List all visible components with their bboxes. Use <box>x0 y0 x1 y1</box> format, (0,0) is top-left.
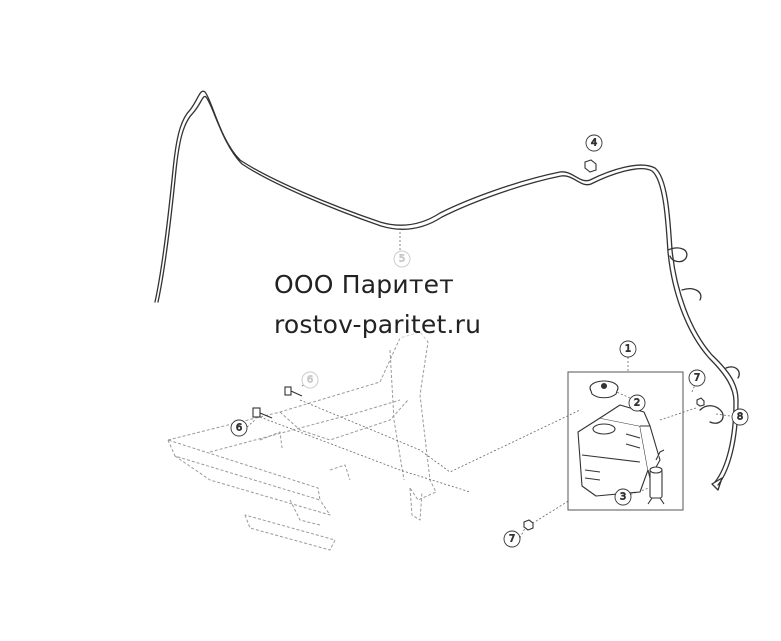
svg-text:3: 3 <box>620 492 626 503</box>
svg-text:7: 7 <box>694 373 700 384</box>
callout-3: 3 <box>614 488 632 506</box>
reservoir-cap <box>589 380 619 399</box>
svg-text:4: 4 <box>591 138 597 149</box>
callout-7-upper: 7 <box>688 369 706 387</box>
callouts: 1 2 3 4 5 6 6 7 <box>230 134 749 548</box>
callout-5: 5 <box>393 250 411 268</box>
svg-text:8: 8 <box>737 412 743 423</box>
callout-6-lower: 6 <box>230 419 248 437</box>
washer-pump <box>647 449 665 505</box>
washer-hose <box>154 90 740 491</box>
svg-text:5: 5 <box>399 254 405 265</box>
callout-8: 8 <box>731 408 749 426</box>
nut-4 <box>584 159 597 173</box>
callout-2: 2 <box>628 394 646 412</box>
nut-7-lower <box>523 519 534 531</box>
bolt-6-lower <box>252 407 273 419</box>
svg-text:6: 6 <box>307 375 313 386</box>
svg-text:2: 2 <box>634 398 640 409</box>
washer-reservoir <box>577 404 661 497</box>
svg-text:1: 1 <box>625 344 631 355</box>
callout-1: 1 <box>619 340 637 358</box>
watermark-company: ООО Паритет <box>272 270 456 299</box>
reservoir-group-box <box>567 371 684 511</box>
svg-text:7: 7 <box>509 534 515 545</box>
callout-7-lower: 7 <box>503 530 521 548</box>
nut-7-upper <box>696 397 705 407</box>
mounting-frame <box>167 331 437 551</box>
bolt-6-upper <box>284 386 303 397</box>
svg-text:6: 6 <box>236 423 242 434</box>
watermark-url: rostov-paritet.ru <box>272 310 484 339</box>
callout-6-upper: 6 <box>301 371 319 389</box>
callout-4: 4 <box>585 134 603 152</box>
